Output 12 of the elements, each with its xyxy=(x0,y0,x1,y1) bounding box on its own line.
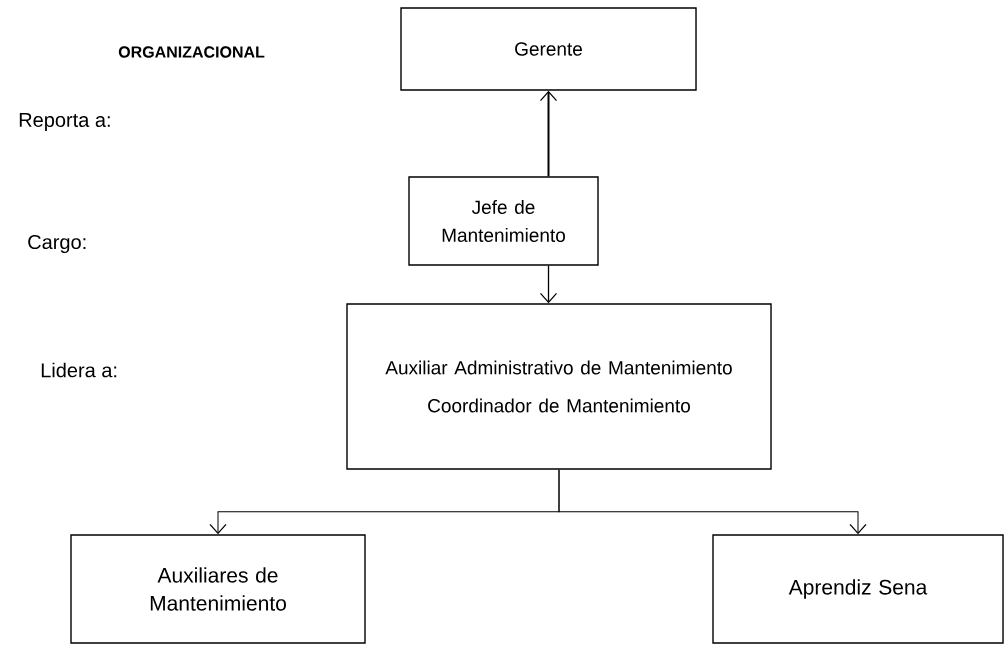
arrow xyxy=(539,90,558,178)
org-box: Gerente xyxy=(400,7,697,91)
side-label: Cargo: xyxy=(28,234,86,254)
org-box: Auxiliares de Mantenimiento xyxy=(70,534,366,644)
arrow xyxy=(558,469,867,535)
side-label: Reporta a: xyxy=(19,113,110,131)
org-box: Jefe de Mantenimiento xyxy=(408,176,599,266)
arrow xyxy=(539,265,558,304)
side-label: Lidera a: xyxy=(41,362,117,378)
side-label: ORGANIZACIONAL xyxy=(118,46,265,58)
org-box: Auxiliar Administrativo de Mantenimiento Coordinador de Mantenimiento xyxy=(346,303,772,470)
org-box: Aprendiz Sena xyxy=(712,534,1004,644)
